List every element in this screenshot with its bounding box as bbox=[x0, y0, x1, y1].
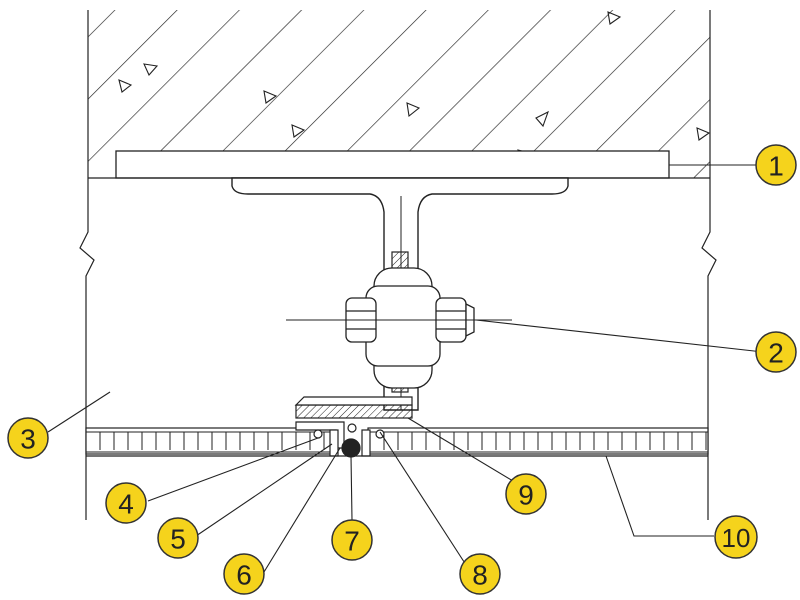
honeycomb-panel-right bbox=[367, 427, 709, 455]
concrete-slab bbox=[87, 10, 711, 178]
callout-4-label: 4 bbox=[118, 489, 134, 520]
callout-6: 6 bbox=[223, 553, 265, 595]
callout-3-label: 3 bbox=[20, 424, 36, 455]
callout-7-label: 7 bbox=[344, 526, 360, 557]
callout-1: 1 bbox=[755, 144, 797, 186]
sealant-rod bbox=[341, 438, 361, 458]
side-walls bbox=[79, 178, 717, 520]
callout-10: 10 bbox=[714, 515, 758, 559]
leader-lines bbox=[47, 164, 768, 573]
callout-2: 2 bbox=[755, 331, 797, 373]
callout-9: 9 bbox=[505, 473, 547, 515]
callout-5-label: 5 bbox=[170, 524, 186, 555]
callout-1-label: 1 bbox=[768, 151, 784, 182]
callout-9-label: 9 bbox=[518, 480, 534, 511]
callout-2-label: 2 bbox=[768, 338, 784, 369]
callout-8: 8 bbox=[459, 553, 501, 595]
callout-5: 5 bbox=[157, 517, 199, 559]
bolt-assembly bbox=[286, 267, 512, 389]
callout-8-label: 8 bbox=[472, 560, 488, 591]
callout-10-label: 10 bbox=[722, 523, 751, 553]
bracket-plate-top bbox=[294, 396, 413, 406]
honeycomb-panel-left bbox=[85, 427, 335, 455]
bracket-plate bbox=[295, 404, 413, 419]
embedded-plate bbox=[115, 150, 710, 179]
panel-joint bbox=[295, 421, 385, 458]
callout-7: 7 bbox=[331, 519, 373, 561]
callout-4: 4 bbox=[105, 482, 147, 524]
callout-6-label: 6 bbox=[236, 560, 252, 591]
callout-3: 3 bbox=[7, 417, 49, 459]
